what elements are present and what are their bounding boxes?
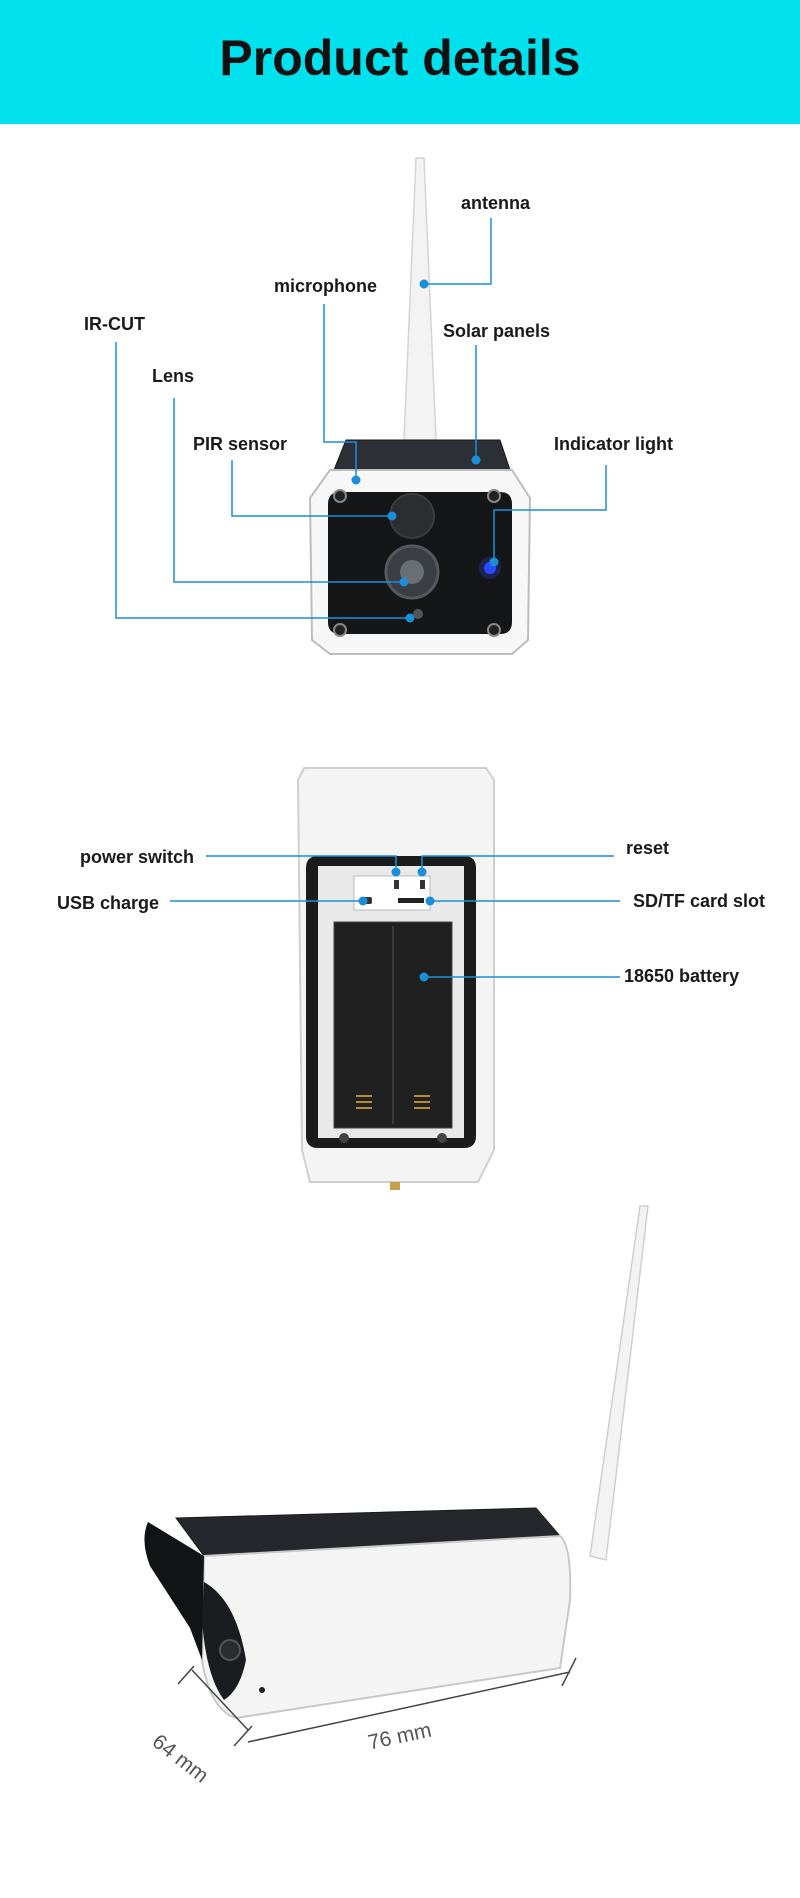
pir-sensor-shape	[389, 493, 435, 539]
label-microphone: microphone	[274, 276, 378, 296]
label-power-switch: power switch	[80, 847, 195, 867]
antenna-shape	[403, 157, 437, 441]
label-indicator-light: Indicator light	[554, 434, 673, 454]
label-sd-card-slot: SD/TF card slot	[633, 891, 766, 911]
label-solar-panels: Solar panels	[443, 321, 551, 341]
solar-panel-shape	[333, 439, 511, 471]
label-reset: reset	[626, 838, 670, 858]
header-banner: Product details	[0, 0, 800, 124]
label-battery: 18650 battery	[624, 966, 740, 986]
page-title: Product details	[219, 30, 581, 86]
label-ir-cut: IR-CUT	[84, 314, 145, 334]
label-lens: Lens	[152, 366, 195, 386]
label-usb-charge: USB charge	[57, 893, 160, 913]
label-antenna: antenna	[461, 193, 531, 213]
label-pir-sensor: PIR sensor	[193, 434, 288, 454]
side-antenna-shape	[589, 1205, 649, 1561]
camera-housing-side	[200, 1534, 572, 1720]
